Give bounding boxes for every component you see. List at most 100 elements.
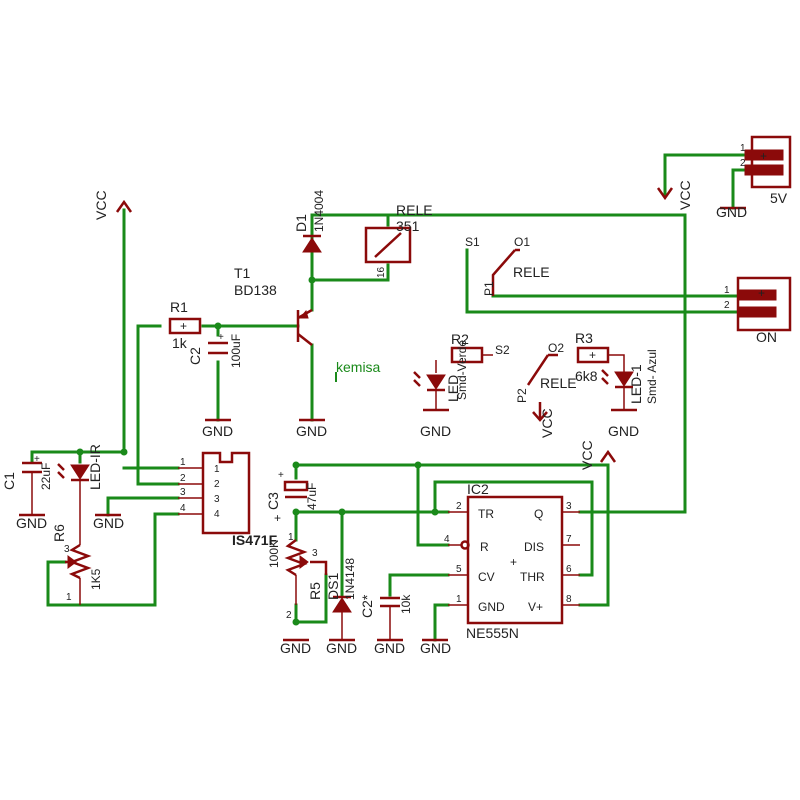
svg-text:DIS: DIS bbox=[524, 540, 544, 554]
led-ir: LED-IR bbox=[57, 444, 103, 545]
svg-text:R3: R3 bbox=[575, 330, 593, 346]
svg-text:GND: GND bbox=[716, 204, 747, 220]
capacitor-c1: + C1 22uF bbox=[1, 454, 53, 515]
svg-text:+: + bbox=[589, 348, 596, 362]
svg-text:IS471F: IS471F bbox=[232, 532, 278, 548]
connector-on: 1 2 + ON bbox=[724, 276, 792, 345]
svg-text:1: 1 bbox=[740, 143, 746, 154]
svg-text:6: 6 bbox=[566, 564, 572, 575]
gnd-symbol: GND bbox=[93, 513, 124, 531]
diode-d1: D1 1N4004 bbox=[293, 190, 326, 253]
resistor-r2: R2 Smd-Verde S2 bbox=[450, 331, 510, 400]
connector-5v-label: 5V bbox=[770, 190, 788, 206]
gnd-symbol: GND bbox=[374, 638, 405, 656]
svg-text:VCC: VCC bbox=[677, 180, 693, 210]
svg-text:VCC: VCC bbox=[93, 190, 109, 220]
transistor-t1: T1 BD138 bbox=[234, 265, 313, 346]
svg-text:C2: C2 bbox=[187, 347, 203, 365]
svg-text:R: R bbox=[480, 540, 489, 554]
svg-text:3: 3 bbox=[64, 544, 70, 555]
resistor-r3: + R3 6k8 bbox=[575, 330, 625, 384]
connector-5v: 1 2 + 5V bbox=[740, 135, 792, 206]
vcc-symbol: VCC bbox=[656, 180, 693, 210]
trimmer-r6: R6 1K5 3 1 bbox=[51, 524, 103, 605]
svg-text:TR: TR bbox=[478, 507, 494, 521]
svg-text:16: 16 bbox=[376, 266, 387, 278]
svg-text:S1: S1 bbox=[465, 235, 480, 249]
svg-text:4: 4 bbox=[444, 534, 450, 545]
svg-text:C1: C1 bbox=[1, 472, 17, 490]
svg-text:6k8: 6k8 bbox=[575, 368, 598, 384]
led-left: LED bbox=[413, 360, 461, 410]
led-1: LED-1 Smd- Azul bbox=[601, 349, 659, 410]
svg-text:+: + bbox=[278, 470, 284, 481]
svg-text:LED-1: LED-1 bbox=[628, 364, 644, 404]
svg-text:2: 2 bbox=[180, 473, 186, 484]
svg-text:Q: Q bbox=[534, 507, 543, 521]
svg-text:1N4148: 1N4148 bbox=[343, 558, 357, 600]
svg-text:+: + bbox=[180, 319, 187, 333]
svg-text:O1: O1 bbox=[514, 235, 530, 249]
sensor-is471f: 1 2 3 4 1 2 3 4 IS471F bbox=[178, 451, 278, 548]
svg-text:3: 3 bbox=[214, 494, 220, 505]
svg-text:1: 1 bbox=[214, 464, 220, 475]
svg-text:1N4004: 1N4004 bbox=[312, 190, 326, 232]
svg-text:GND: GND bbox=[420, 640, 451, 656]
svg-text:GND: GND bbox=[326, 640, 357, 656]
svg-text:+: + bbox=[760, 149, 767, 163]
svg-text:10k: 10k bbox=[399, 594, 413, 614]
svg-text:GND: GND bbox=[93, 515, 124, 531]
svg-text:GND: GND bbox=[202, 423, 233, 439]
ic2-ne555n: + IC2 NE555N 2 TR 4 R 5 CV 1 GND 3 Q 7 D… bbox=[444, 481, 580, 641]
svg-text:P1: P1 bbox=[482, 281, 496, 296]
svg-text:GND: GND bbox=[374, 640, 405, 656]
gnd-symbol: GND bbox=[608, 408, 639, 439]
gnd-symbol: GND bbox=[280, 638, 311, 656]
svg-text:4: 4 bbox=[180, 503, 186, 514]
svg-text:1: 1 bbox=[288, 532, 294, 543]
gnd-symbol: GND bbox=[420, 638, 451, 656]
svg-text:1: 1 bbox=[66, 592, 72, 603]
svg-text:R6: R6 bbox=[51, 524, 67, 542]
svg-text:S2: S2 bbox=[495, 343, 510, 357]
svg-text:1: 1 bbox=[180, 457, 186, 468]
svg-text:5: 5 bbox=[456, 564, 462, 575]
svg-text:1: 1 bbox=[724, 285, 730, 296]
svg-text:IC2: IC2 bbox=[467, 481, 489, 497]
relay-switch-s1: S1 O1 RELE P1 bbox=[465, 235, 550, 296]
capacitor-c2: + C2 100uF bbox=[187, 332, 243, 368]
svg-text:P2: P2 bbox=[515, 388, 529, 403]
svg-text:T1: T1 bbox=[234, 265, 251, 281]
vcc-symbol: VCC bbox=[93, 190, 133, 220]
svg-text:1k: 1k bbox=[172, 335, 188, 351]
svg-text:8: 8 bbox=[566, 594, 572, 605]
svg-text:V+: V+ bbox=[528, 600, 543, 614]
svg-text:LED: LED bbox=[445, 375, 461, 402]
svg-text:GND: GND bbox=[280, 640, 311, 656]
svg-text:+: + bbox=[218, 332, 224, 343]
svg-text:GND: GND bbox=[420, 423, 451, 439]
svg-text:THR: THR bbox=[520, 570, 545, 584]
svg-text:LED-IR: LED-IR bbox=[87, 444, 103, 490]
svg-text:100K: 100K bbox=[267, 540, 281, 568]
vcc-symbol: VCC bbox=[579, 440, 617, 470]
svg-text:O2: O2 bbox=[548, 341, 564, 355]
svg-text:22uF: 22uF bbox=[39, 463, 53, 490]
svg-text:100uF: 100uF bbox=[229, 334, 243, 368]
svg-text:2: 2 bbox=[456, 501, 462, 512]
svg-text:Smd- Azul: Smd- Azul bbox=[645, 349, 659, 404]
svg-text:1K5: 1K5 bbox=[89, 568, 103, 590]
gnd-symbol: GND bbox=[16, 513, 47, 531]
svg-text:7: 7 bbox=[566, 534, 572, 545]
svg-text:CV: CV bbox=[478, 570, 495, 584]
svg-text:RELE: RELE bbox=[513, 264, 550, 280]
svg-text:47uF: 47uF bbox=[305, 483, 319, 510]
gnd-symbol: GND bbox=[420, 408, 451, 439]
svg-text:+: + bbox=[510, 555, 517, 569]
svg-text:2: 2 bbox=[740, 158, 746, 169]
svg-text:GND: GND bbox=[296, 423, 327, 439]
svg-text:GND: GND bbox=[608, 423, 639, 439]
diode-ds1: DS1 1N4148 bbox=[325, 558, 357, 640]
svg-text:1: 1 bbox=[456, 594, 462, 605]
trimmer-r5: 100K R5 1 3 2 bbox=[267, 532, 328, 621]
